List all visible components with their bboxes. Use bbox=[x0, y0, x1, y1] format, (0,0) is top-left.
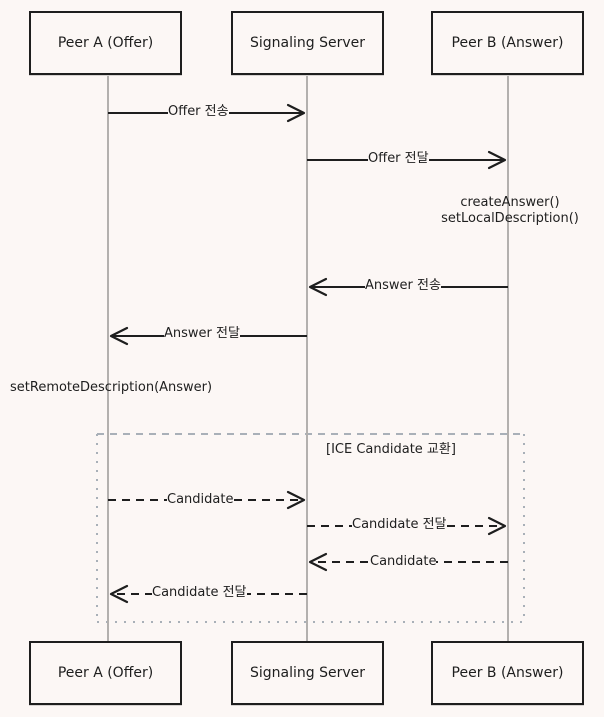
message-label-answer-send: Answer 전송 bbox=[365, 278, 441, 294]
ice-candidate-frame bbox=[96, 433, 525, 623]
participant-peer-b-bottom: Peer B (Answer) bbox=[431, 641, 584, 705]
participant-label: Peer A (Offer) bbox=[57, 35, 154, 51]
frame-label: [ICE Candidate 교환] bbox=[326, 442, 456, 457]
message-label-offer-forward: Offer 전달 bbox=[368, 151, 429, 167]
message-label-candidate-forward-a: Candidate 전달 bbox=[152, 585, 247, 601]
participant-peer-a-bottom: Peer A (Offer) bbox=[29, 641, 182, 705]
participant-label: Peer A (Offer) bbox=[57, 665, 154, 681]
participant-signaling-server-top: Signaling Server bbox=[231, 11, 384, 75]
message-label-candidate-a: Candidate bbox=[167, 492, 234, 508]
note-line: setLocalDescription() bbox=[441, 211, 579, 226]
participant-label: Peer B (Answer) bbox=[451, 665, 564, 681]
message-label-candidate-forward-b: Candidate 전달 bbox=[352, 517, 447, 533]
participant-peer-b-top: Peer B (Answer) bbox=[431, 11, 584, 75]
message-label-candidate-b: Candidate bbox=[370, 554, 437, 570]
note-peer-b: createAnswer() setLocalDescription() bbox=[420, 195, 600, 227]
participant-signaling-server-bottom: Signaling Server bbox=[231, 641, 384, 705]
note-line: setRemoteDescription(Answer) bbox=[10, 380, 213, 395]
participant-peer-a-top: Peer A (Offer) bbox=[29, 11, 182, 75]
participant-label: Signaling Server bbox=[249, 665, 365, 681]
participant-label: Peer B (Answer) bbox=[451, 35, 564, 51]
note-peer-a: setRemoteDescription(Answer) bbox=[10, 380, 212, 396]
note-line: createAnswer() bbox=[460, 195, 560, 210]
participant-label: Signaling Server bbox=[249, 35, 365, 51]
message-label-offer-send: Offer 전송 bbox=[168, 104, 229, 120]
message-label-answer-forward: Answer 전달 bbox=[164, 326, 240, 342]
